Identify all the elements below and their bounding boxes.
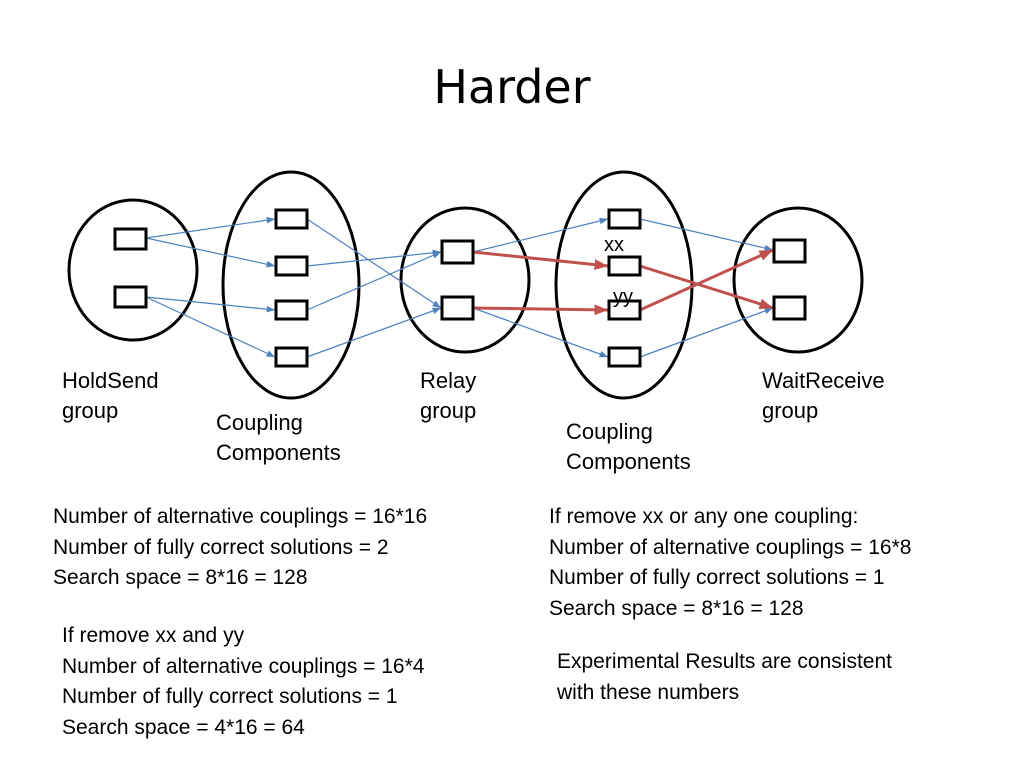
remove-xx-line: If remove xx or any one coupling: bbox=[549, 505, 859, 528]
edge bbox=[639, 218, 774, 252]
edge bbox=[306, 307, 442, 358]
relay-group-ellipse bbox=[399, 206, 531, 354]
edge bbox=[639, 248, 774, 312]
edge bbox=[472, 250, 609, 270]
slot-box bbox=[274, 255, 309, 277]
slot-box bbox=[607, 255, 642, 277]
baseline-line: Search space = 8*16 = 128 bbox=[53, 566, 308, 589]
marker-yy: yy bbox=[613, 286, 633, 308]
remove-xx-line: Search space = 8*16 = 128 bbox=[549, 596, 804, 620]
edge bbox=[306, 218, 442, 309]
remove-xx-yy-line: Number of alternative couplings = 16*4 bbox=[62, 654, 425, 678]
coupling1-label: Coupling Components bbox=[216, 410, 341, 465]
remove-xx-yy-line: If remove xx and yy bbox=[62, 624, 245, 647]
edge bbox=[472, 307, 609, 358]
experimental-line: with these numbers bbox=[557, 680, 740, 704]
baseline-block: Number of alternative couplings = 16*16 … bbox=[53, 502, 427, 594]
holdsend-group-ellipse bbox=[67, 198, 199, 342]
slot-box bbox=[607, 299, 642, 321]
edge bbox=[472, 304, 609, 316]
component-slots bbox=[113, 208, 807, 368]
baseline-line: Number of fully correct solutions = 2 bbox=[53, 535, 389, 559]
thin-edges bbox=[145, 216, 774, 358]
edge bbox=[639, 264, 774, 310]
baseline-line: Number of alternative couplings = 16*16 bbox=[53, 505, 428, 528]
edge bbox=[145, 296, 276, 358]
slot-box bbox=[113, 285, 148, 309]
remove-xx-yy-line: Number of fully correct solutions = 1 bbox=[62, 685, 398, 708]
remove-xx-line: Number of alternative couplings = 16*8 bbox=[549, 535, 912, 559]
edge bbox=[145, 216, 276, 239]
relay-group-label: Relay group bbox=[420, 368, 477, 423]
slot-box bbox=[772, 238, 807, 264]
remove-xx-yy-block: If remove xx and yy Number of alternativ… bbox=[62, 621, 424, 743]
slot-box bbox=[772, 295, 807, 321]
remove-xx-yy-line: Search space = 4*16 = 64 bbox=[62, 715, 305, 739]
waitreceive-group-ellipse bbox=[732, 206, 864, 354]
coupling1-ellipse bbox=[221, 170, 361, 400]
edge bbox=[306, 249, 442, 267]
edge bbox=[145, 237, 276, 268]
slot-box bbox=[607, 208, 642, 230]
experimental-block: Experimental Results are consistent with… bbox=[557, 647, 892, 708]
waitreceive-group-label: WaitReceive group bbox=[762, 368, 885, 423]
edge bbox=[472, 217, 609, 253]
highlight-edges bbox=[472, 248, 774, 316]
experimental-line: Experimental Results are consistent bbox=[557, 650, 892, 673]
remove-xx-line: Number of fully correct solutions = 1 bbox=[549, 566, 885, 589]
marker-xx: xx bbox=[604, 234, 624, 256]
slot-box bbox=[274, 346, 309, 368]
edge bbox=[639, 307, 774, 358]
slide-title: Harder bbox=[433, 60, 591, 114]
slot-box bbox=[440, 239, 475, 265]
edge bbox=[145, 296, 276, 313]
coupling2-label: Coupling Components bbox=[566, 419, 691, 474]
slot-box bbox=[440, 295, 475, 321]
edge bbox=[306, 251, 442, 311]
slot-box bbox=[274, 299, 309, 321]
remove-xx-block: If remove xx or any one coupling: Number… bbox=[549, 502, 911, 624]
holdsend-group-label: HoldSend group bbox=[62, 368, 159, 423]
slot-box bbox=[113, 227, 148, 251]
slot-box bbox=[274, 208, 309, 230]
slot-box bbox=[607, 346, 642, 368]
